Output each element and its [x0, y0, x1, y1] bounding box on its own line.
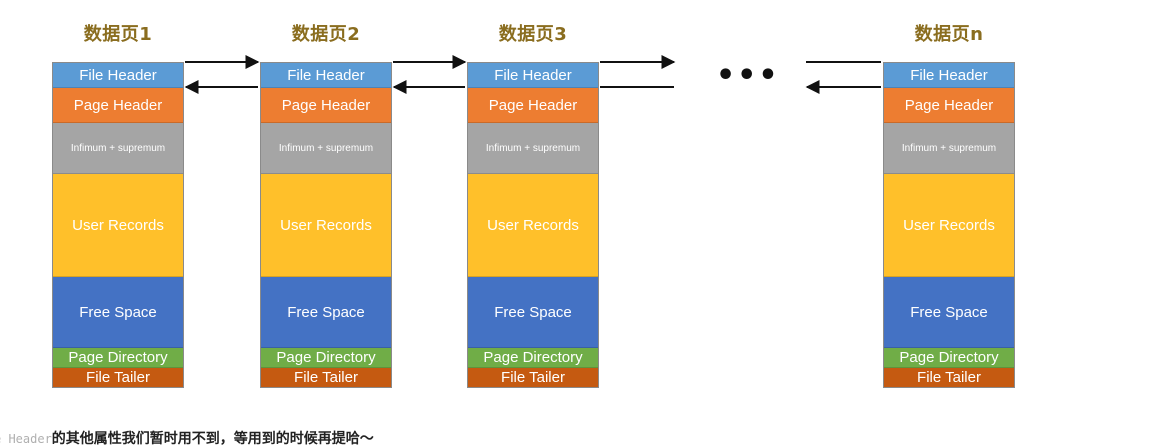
data-page-n: File Header Page Header Infimum + suprem… [883, 62, 1015, 388]
file-header-section: File Header [261, 63, 391, 88]
infimum-supremum-section: Infimum + supremum [53, 123, 183, 174]
infimum-supremum-section: Infimum + supremum [261, 123, 391, 174]
free-space-section: Free Space [884, 277, 1014, 348]
free-space-section: Free Space [53, 277, 183, 348]
file-tailer-section: File Tailer [468, 368, 598, 387]
page-header-section: Page Header [884, 88, 1014, 123]
page-header-section: Page Header [468, 88, 598, 123]
footer-code-fragment: e Header [0, 432, 52, 446]
page-title-2: 数据页2 [291, 24, 361, 45]
page-directory-section: Page Directory [884, 348, 1014, 368]
file-tailer-section: File Tailer [53, 368, 183, 387]
page-title-1: 数据页1 [83, 24, 153, 45]
page-directory-section: Page Directory [468, 348, 598, 368]
footer-text: 的其他属性我们暂时用不到，等用到的时候再提哈～ [51, 431, 374, 447]
file-header-section: File Header [884, 63, 1014, 88]
page-directory-section: Page Directory [53, 348, 183, 368]
footer-note: e Header的其他属性我们暂时用不到，等用到的时候再提哈～ [0, 428, 374, 448]
file-tailer-section: File Tailer [884, 368, 1014, 387]
ellipsis-more-pages: ••• [716, 58, 780, 93]
file-tailer-section: File Tailer [261, 368, 391, 387]
infimum-supremum-section: Infimum + supremum [468, 123, 598, 174]
page-title-n: 数据页n [914, 24, 984, 45]
page-header-section: Page Header [261, 88, 391, 123]
user-records-section: User Records [468, 174, 598, 277]
page-title-3: 数据页3 [498, 24, 568, 45]
free-space-section: Free Space [468, 277, 598, 348]
file-header-section: File Header [468, 63, 598, 88]
free-space-section: Free Space [261, 277, 391, 348]
page-header-section: Page Header [53, 88, 183, 123]
file-header-section: File Header [53, 63, 183, 88]
data-page-2: File Header Page Header Infimum + suprem… [260, 62, 392, 388]
user-records-section: User Records [261, 174, 391, 277]
user-records-section: User Records [53, 174, 183, 277]
infimum-supremum-section: Infimum + supremum [884, 123, 1014, 174]
data-page-3: File Header Page Header Infimum + suprem… [467, 62, 599, 388]
page-directory-section: Page Directory [261, 348, 391, 368]
user-records-section: User Records [884, 174, 1014, 277]
data-page-1: File Header Page Header Infimum + suprem… [52, 62, 184, 388]
